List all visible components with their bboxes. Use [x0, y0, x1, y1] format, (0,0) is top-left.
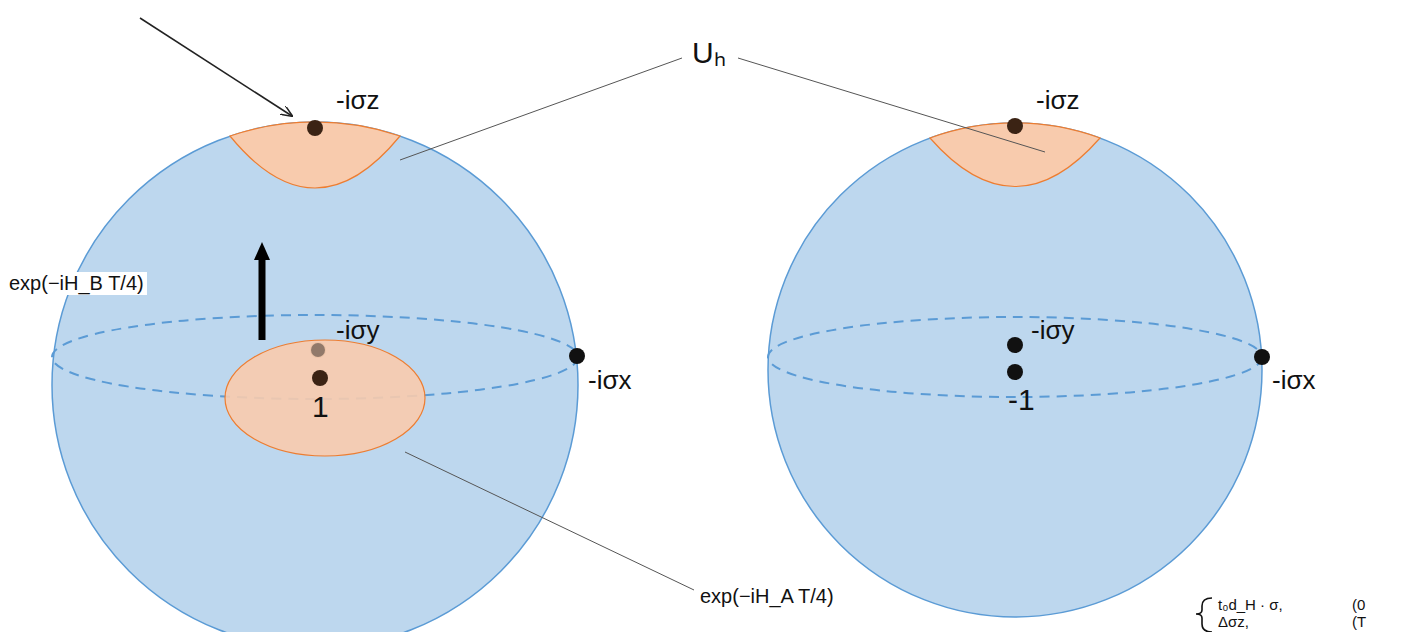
- state-dot: [311, 343, 325, 357]
- operator-label: exp(−iH_B T/4): [6, 272, 147, 295]
- evolution-arrow: [259, 258, 266, 340]
- equation-term: t₀d_H · σ,: [1218, 596, 1283, 613]
- point-label: -1: [1008, 383, 1035, 418]
- axis-label: -iσz: [336, 86, 379, 116]
- equation-panel: [1185, 592, 1402, 632]
- leader-line: [738, 58, 1045, 152]
- state-dot: [1007, 118, 1023, 134]
- axis-label: -iσy: [336, 316, 379, 346]
- equation-term: Δσz,: [1218, 613, 1249, 630]
- point-label: 1: [312, 390, 329, 425]
- state-dot: [1007, 364, 1023, 380]
- operator-label: exp(−iH_A T/4): [700, 585, 834, 608]
- state-dot: [569, 348, 585, 364]
- state-dot: [1007, 337, 1023, 353]
- brace: [1196, 598, 1212, 632]
- equation-term: (0: [1352, 596, 1365, 613]
- state-dot: [312, 370, 328, 386]
- state-dot: [1254, 349, 1270, 365]
- axis-label: -iσx: [588, 366, 631, 396]
- leader-line: [400, 58, 682, 160]
- equation-term: (T: [1352, 613, 1366, 630]
- state-dot: [307, 120, 323, 136]
- axis-label: -iσx: [1272, 366, 1315, 396]
- operator-label: Uₕ: [692, 36, 726, 71]
- leader-line: [405, 452, 694, 590]
- region-ellipse: [225, 340, 425, 456]
- sphere: [768, 123, 1262, 617]
- sphere: [52, 122, 578, 632]
- axis-label: -iσy: [1031, 316, 1074, 346]
- pointer-arrow: [140, 18, 292, 116]
- axis-label: -iσz: [1036, 86, 1079, 116]
